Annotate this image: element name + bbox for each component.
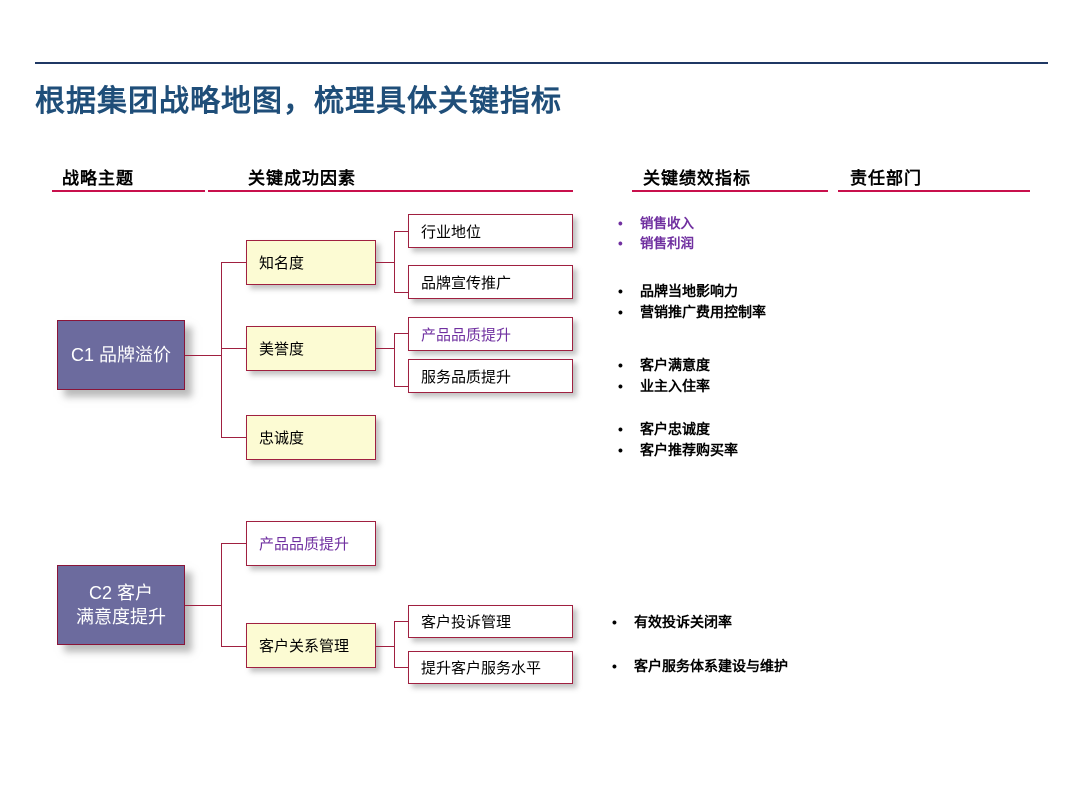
measure-box-product-quality-improvement[interactable]: 产品品质提升 xyxy=(408,317,573,351)
factor-box-loyalty-label: 忠诚度 xyxy=(259,430,305,447)
connector-f2-to-m3 xyxy=(394,333,408,334)
column-header-strategy-theme: 战略主题 xyxy=(62,169,134,188)
top-divider-rule xyxy=(35,62,1048,64)
factor-box-product-quality-improvement-label: 产品品质提升 xyxy=(259,536,350,553)
measure-box-service-level-improvement-label: 提升客户服务水平 xyxy=(421,660,542,677)
kpi-item: • 销售收入 xyxy=(618,214,694,234)
connector-f2-spine xyxy=(394,333,395,387)
factor-box-reputation-label: 美誉度 xyxy=(259,341,305,358)
kpi-label: 有效投诉关闭率 xyxy=(634,614,732,630)
bullet-icon: • xyxy=(618,216,623,231)
connector-f1-to-m1 xyxy=(394,231,408,232)
kpi-group-revenue: • 销售收入 • 销售利润 xyxy=(618,214,694,254)
kpi-label: 销售利润 xyxy=(640,236,694,251)
measure-box-complaint-management[interactable]: 客户投诉管理 xyxy=(408,605,573,638)
connector-c1-stub xyxy=(185,355,222,356)
measure-box-industry-position-label: 行业地位 xyxy=(421,223,482,241)
connector-c1-spine xyxy=(221,262,222,438)
column-header-responsible-dept: 责任部门 xyxy=(850,169,922,188)
kpi-group-satisfaction: • 客户满意度 • 业主入住率 xyxy=(618,355,710,397)
factor-box-crm-label: 客户关系管理 xyxy=(259,638,350,655)
kpi-label: 品牌当地影响力 xyxy=(640,283,738,299)
kpi-item: • 客户推荐购买率 xyxy=(618,440,738,461)
measure-box-product-quality-improvement-label: 产品品质提升 xyxy=(421,326,512,344)
measure-box-service-quality-improvement[interactable]: 服务品质提升 xyxy=(408,359,573,393)
theme-box-c2-label: C2 客户 满意度提升 xyxy=(76,582,166,627)
kpi-label: 业主入住率 xyxy=(640,378,710,394)
connector-c1-to-f2 xyxy=(221,348,246,349)
bullet-icon: • xyxy=(612,614,617,630)
column-rule-responsible-dept xyxy=(838,190,1030,192)
connector-f5-stub xyxy=(376,646,395,647)
factor-box-brand-awareness[interactable]: 知名度 xyxy=(246,240,376,285)
column-rule-key-success-factor xyxy=(208,190,573,192)
bullet-icon: • xyxy=(618,304,623,320)
kpi-item: • 营销推广费用控制率 xyxy=(618,302,766,323)
measure-box-industry-position[interactable]: 行业地位 xyxy=(408,214,573,248)
measure-box-brand-promotion[interactable]: 品牌宣传推广 xyxy=(408,265,573,299)
connector-f1-spine xyxy=(394,231,395,293)
bullet-icon: • xyxy=(618,421,623,437)
connector-c2-stub xyxy=(185,605,222,606)
measure-box-complaint-management-label: 客户投诉管理 xyxy=(421,614,512,631)
factor-box-loyalty[interactable]: 忠诚度 xyxy=(246,415,376,460)
kpi-label: 客户满意度 xyxy=(640,357,710,373)
theme-box-c1-label: C1 品牌溢价 xyxy=(70,344,171,365)
kpi-item: • 有效投诉关闭率 xyxy=(612,606,788,638)
connector-f5-to-m6 xyxy=(394,667,408,668)
bullet-icon: • xyxy=(618,378,623,394)
connector-f5-spine xyxy=(394,621,395,667)
kpi-group-service: • 有效投诉关闭率 • 客户服务体系建设与维护 xyxy=(612,606,788,682)
connector-f1-to-m2 xyxy=(394,292,408,293)
kpi-item: • 客户满意度 xyxy=(618,355,710,376)
column-rule-strategy-theme xyxy=(52,190,205,192)
kpi-item: • 客户服务体系建设与维护 xyxy=(612,650,788,682)
connector-c2-to-f5 xyxy=(221,646,246,647)
bullet-icon: • xyxy=(618,442,623,458)
page-title: 根据集团战略地图，梳理具体关键指标 xyxy=(35,85,562,118)
connector-c1-to-f3 xyxy=(221,437,246,438)
factor-box-crm[interactable]: 客户关系管理 xyxy=(246,623,376,668)
measure-box-service-quality-improvement-label: 服务品质提升 xyxy=(421,368,512,386)
kpi-group-brand: • 品牌当地影响力 • 营销推广费用控制率 xyxy=(618,281,766,323)
kpi-label: 客户推荐购买率 xyxy=(640,442,738,458)
kpi-label: 客户忠诚度 xyxy=(640,421,710,437)
theme-box-c2[interactable]: C2 客户 满意度提升 xyxy=(57,565,185,645)
kpi-label: 客户服务体系建设与维护 xyxy=(634,658,788,674)
connector-c1-to-f1 xyxy=(221,262,246,263)
factor-box-brand-awareness-label: 知名度 xyxy=(259,255,305,272)
factor-box-product-quality-improvement[interactable]: 产品品质提升 xyxy=(246,521,376,566)
kpi-item: • 销售利润 xyxy=(618,234,694,254)
connector-f1-stub xyxy=(376,262,395,263)
connector-f2-stub xyxy=(376,348,395,349)
kpi-item: • 品牌当地影响力 xyxy=(618,281,766,302)
bullet-icon: • xyxy=(618,283,623,299)
connector-c2-to-f4 xyxy=(221,543,246,544)
factor-box-reputation[interactable]: 美誉度 xyxy=(246,326,376,371)
connector-f5-to-m5 xyxy=(394,621,408,622)
measure-box-service-level-improvement[interactable]: 提升客户服务水平 xyxy=(408,651,573,684)
kpi-group-loyalty: • 客户忠诚度 • 客户推荐购买率 xyxy=(618,419,738,461)
column-header-key-success-factor: 关键成功因素 xyxy=(248,169,356,188)
bullet-icon: • xyxy=(612,658,617,674)
bullet-icon: • xyxy=(618,236,623,251)
connector-c2-spine xyxy=(221,543,222,647)
measure-box-brand-promotion-label: 品牌宣传推广 xyxy=(421,274,512,292)
connector-f2-to-m4 xyxy=(394,386,408,387)
column-rule-kpi xyxy=(632,190,828,192)
kpi-label: 销售收入 xyxy=(640,216,694,231)
kpi-item: • 业主入住率 xyxy=(618,376,710,397)
kpi-label: 营销推广费用控制率 xyxy=(640,304,766,320)
bullet-icon: • xyxy=(618,357,623,373)
kpi-item: • 客户忠诚度 xyxy=(618,419,738,440)
column-header-kpi: 关键绩效指标 xyxy=(643,169,751,188)
theme-box-c1[interactable]: C1 品牌溢价 xyxy=(57,320,185,390)
